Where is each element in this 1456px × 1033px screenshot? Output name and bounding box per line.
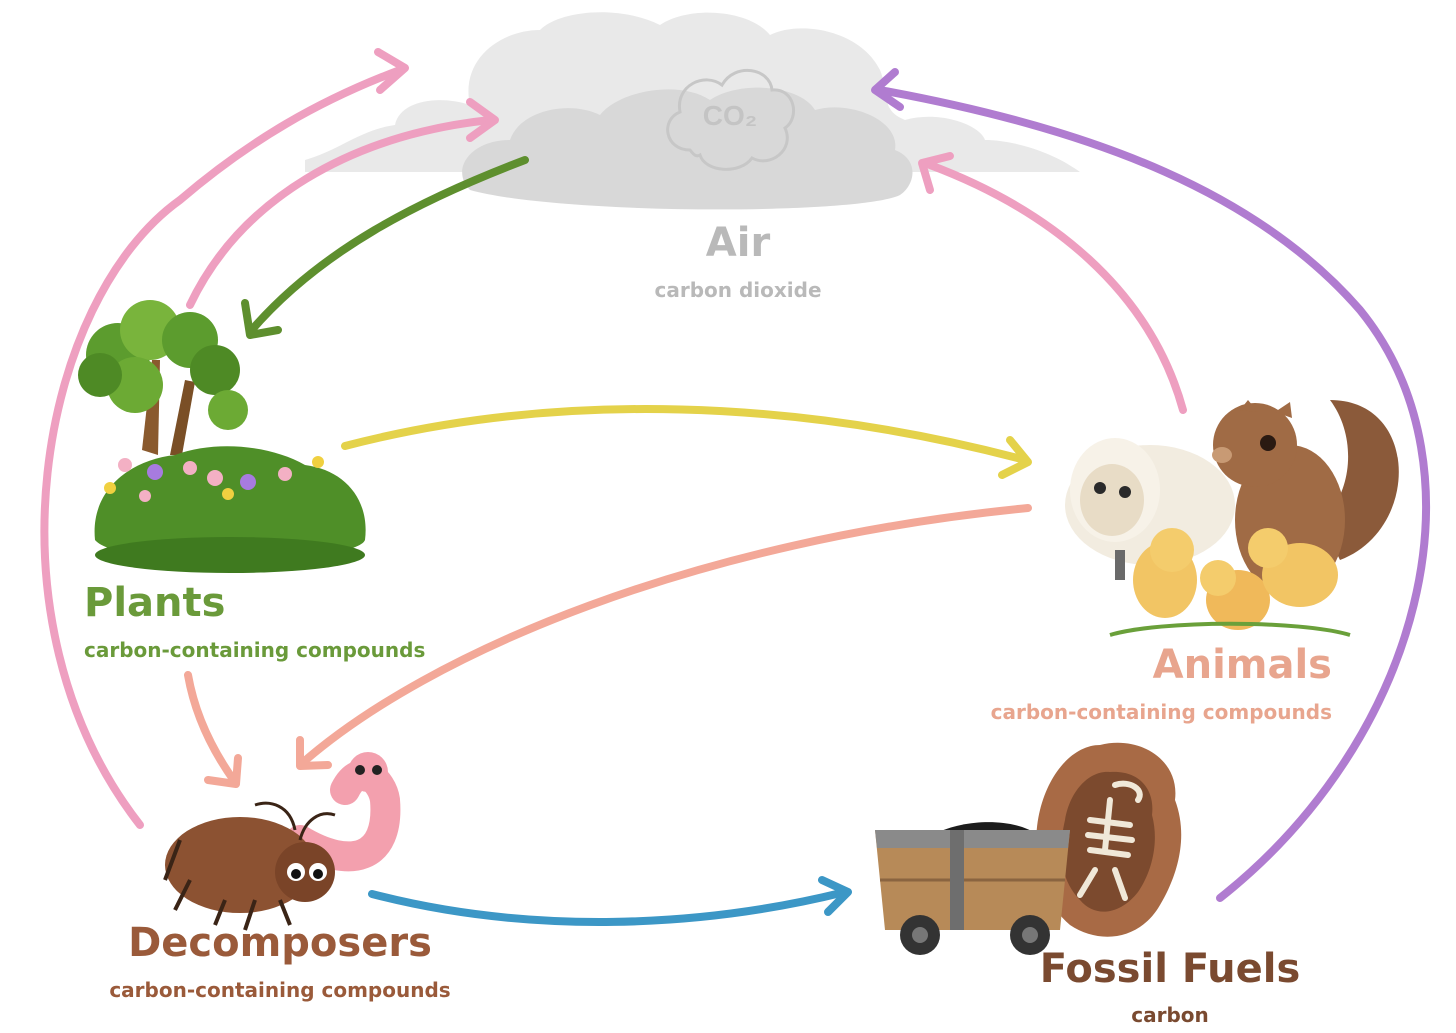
beetle-worm-icon	[163, 752, 401, 931]
tree-bush-icon	[78, 300, 366, 573]
animals-title: Animals	[1152, 642, 1332, 688]
fossil-fuels-subtitle: carbon	[1131, 1003, 1209, 1027]
arrow-air-to-plants	[241, 156, 529, 339]
fossil-fuels-title: Fossil Fuels	[1039, 946, 1301, 992]
decomposers-title: Decomposers	[128, 920, 432, 966]
arrow-plants-to-decomposers	[184, 671, 242, 788]
decomposers-subtitle: carbon-containing compounds	[109, 978, 451, 1002]
air-subtitle: carbon dioxide	[654, 278, 822, 302]
arrow-decomposers-to-air	[40, 48, 409, 829]
arrow-animals-to-air	[918, 152, 1187, 414]
plants-subtitle: carbon-containing compounds	[84, 638, 426, 662]
arrow-decomposers-to-fossil	[368, 876, 852, 926]
cloud-icon: CO₂	[305, 12, 1080, 210]
plants-title: Plants	[84, 580, 226, 626]
animals-subtitle: carbon-containing compounds	[990, 700, 1332, 724]
coal-cart-fossil-icon	[875, 742, 1182, 955]
co2-label: CO₂	[703, 100, 757, 131]
arrow-plants-to-animals	[341, 405, 1032, 479]
arrow-plants-to-air	[186, 98, 499, 309]
animals-icon	[1065, 400, 1399, 637]
air-title: Air	[705, 220, 771, 266]
arrow-fossil-to-air	[871, 68, 1430, 902]
arrow-animals-to-decomposers	[296, 504, 1032, 770]
